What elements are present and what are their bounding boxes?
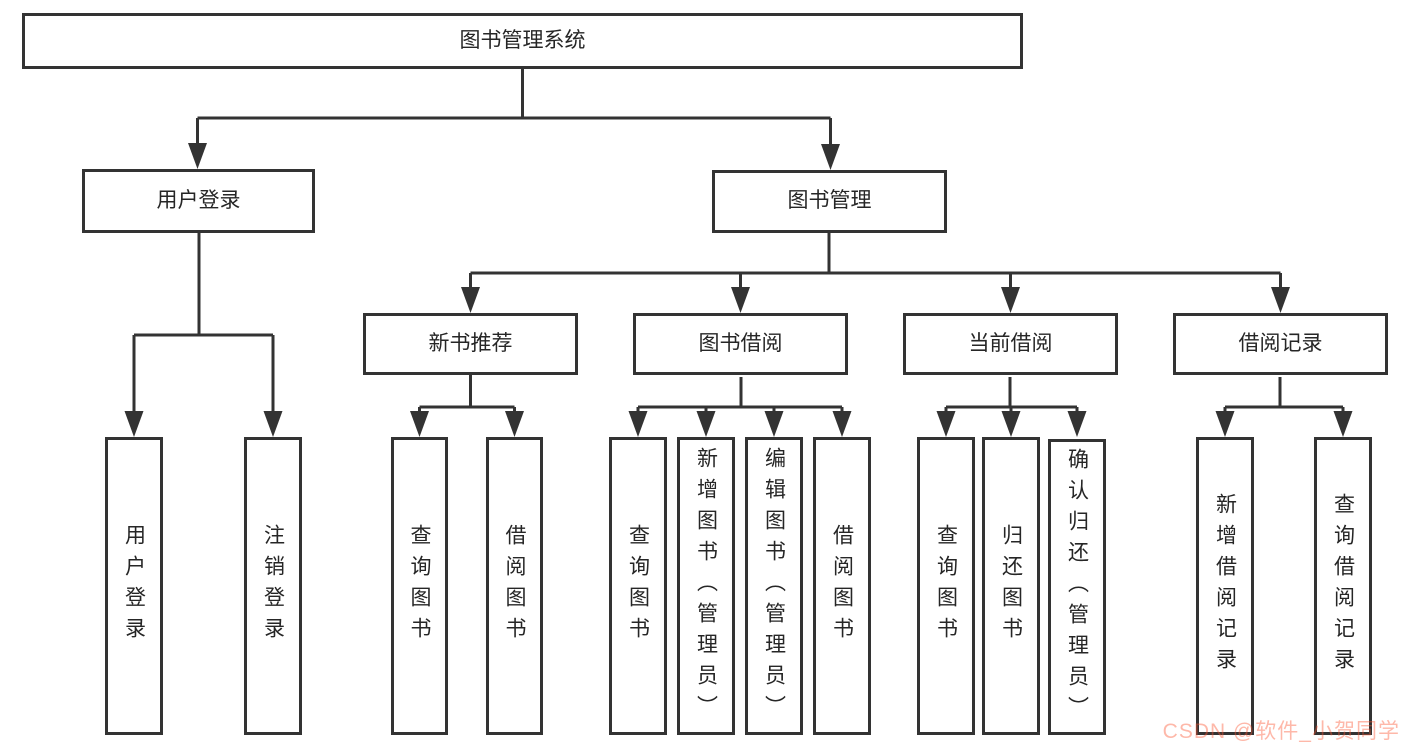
node-leaf-return-books: 归还图书	[982, 437, 1040, 735]
node-leaf-query-books-2: 查询图书	[609, 437, 667, 735]
node-leaf-user-login: 用户登录	[105, 437, 163, 735]
node-leaf-edit-book-admin: 编辑图书（管理员）	[745, 437, 803, 735]
node-leaf-borrow-books-2: 借阅图书	[813, 437, 871, 735]
node-leaf-query-borrow-record: 查询借阅记录	[1314, 437, 1372, 735]
node-leaf-query-books-3: 查询图书	[917, 437, 975, 735]
node-book-borrowing: 图书借阅	[633, 313, 848, 375]
node-leaf-borrow-books-1: 借阅图书	[486, 437, 543, 735]
node-book-management: 图书管理	[712, 170, 947, 233]
node-leaf-add-book-admin: 新增图书（管理员）	[677, 437, 735, 735]
node-library-system: 图书管理系统	[22, 13, 1023, 69]
node-leaf-logout: 注销登录	[244, 437, 302, 735]
watermark: CSDN @软件_小贺同学	[1162, 720, 1400, 743]
node-leaf-query-books-1: 查询图书	[391, 437, 448, 735]
node-current-borrowing: 当前借阅	[903, 313, 1118, 375]
node-leaf-add-borrow-record: 新增借阅记录	[1196, 437, 1254, 735]
node-user-login: 用户登录	[82, 169, 315, 233]
node-new-book-recommend: 新书推荐	[363, 313, 578, 375]
node-leaf-confirm-return-admin: 确认归还（管理员）	[1048, 439, 1106, 735]
node-borrowing-records: 借阅记录	[1173, 313, 1388, 375]
